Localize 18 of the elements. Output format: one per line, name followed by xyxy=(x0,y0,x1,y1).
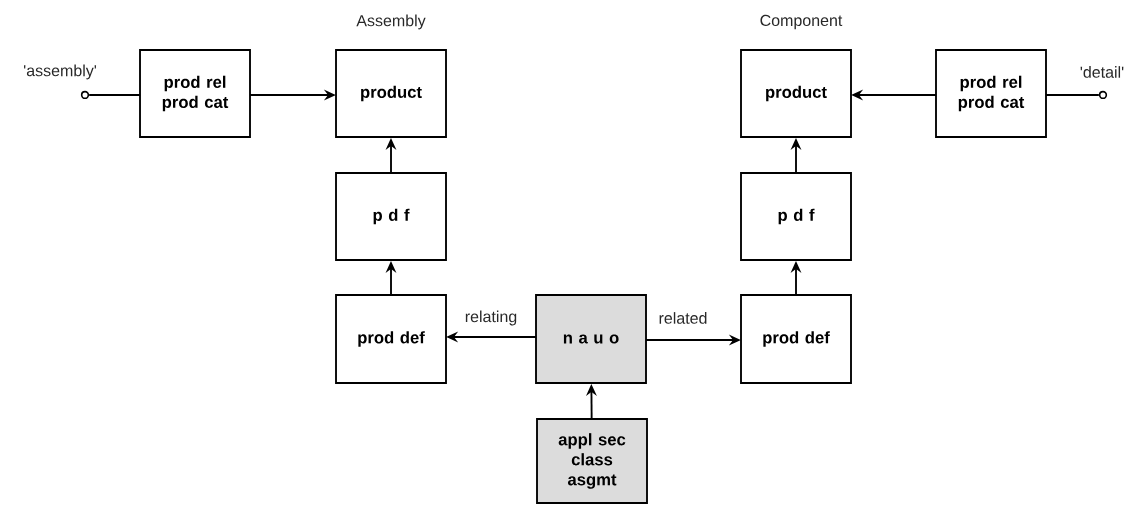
process-box: n a u o xyxy=(535,294,647,384)
label: Component xyxy=(760,14,843,30)
process-box: p d f xyxy=(740,172,852,261)
process-box: p d f xyxy=(335,172,447,261)
edge-label: related xyxy=(657,310,709,326)
process-box: prod rel prod cat xyxy=(935,49,1047,138)
process-box: prod def xyxy=(740,294,852,384)
process-box: product xyxy=(740,49,852,138)
process-box: appl sec class asgmt xyxy=(536,418,648,504)
label: 'assembly' xyxy=(24,64,97,80)
connector xyxy=(1045,94,1100,96)
process-box: prod def xyxy=(335,294,447,384)
process-box: product xyxy=(335,49,447,138)
process-box: prod rel prod cat xyxy=(139,49,251,138)
edge-label: relating xyxy=(463,309,519,327)
label: 'detail' xyxy=(1080,66,1124,78)
connector xyxy=(88,94,141,96)
label: Assembly xyxy=(356,14,426,30)
